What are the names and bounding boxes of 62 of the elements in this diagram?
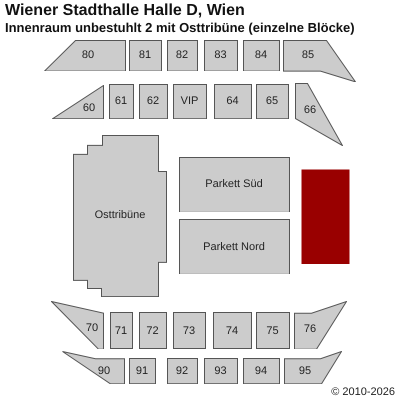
- block-label: 75: [266, 324, 279, 337]
- copyright-notice: © 2010-2026: [331, 386, 395, 398]
- seat-block: [44, 40, 126, 72]
- seat-block: [294, 300, 346, 350]
- block-label: 95: [298, 365, 312, 378]
- seat-block: [212, 312, 252, 350]
- block-label: 76: [304, 322, 316, 335]
- seat-block: [138, 84, 168, 119]
- block-label: 93: [214, 365, 227, 378]
- seat-block: [166, 358, 198, 384]
- block-label: 91: [136, 365, 148, 378]
- seat-block: [62, 350, 124, 384]
- seat-block: [52, 84, 104, 119]
- seat-block: [204, 358, 238, 384]
- block-label: 64: [226, 95, 239, 108]
- block-label: Osttribüne: [94, 209, 146, 222]
- seat-block: [178, 156, 290, 212]
- seat-block: [128, 358, 156, 384]
- block-label: 92: [176, 365, 188, 378]
- seat-block: [204, 40, 238, 72]
- block-label: VIP: [180, 95, 198, 108]
- chart-subtitle: Innenraum unbestuhlt 2 mit Osttribüne (einzelne Blöcke): [5, 20, 355, 36]
- block-label: Parkett Süd: [205, 178, 263, 190]
- block-label: 61: [114, 95, 128, 108]
- block-label: 62: [146, 95, 160, 108]
- block-label: 72: [146, 324, 159, 337]
- seat-block: [284, 350, 342, 384]
- seat-block: [282, 40, 356, 82]
- block-label: 94: [254, 365, 268, 378]
- block-label: 66: [304, 104, 316, 116]
- seat-block: [50, 300, 104, 350]
- seat-block: [172, 312, 206, 350]
- stage-block: [300, 169, 350, 265]
- seat-block: [256, 84, 288, 119]
- seat-block: [172, 84, 206, 119]
- seat-block: [242, 40, 280, 72]
- chart-title: Wiener Stadthalle Halle D, Wien: [5, 2, 245, 20]
- block-label: 65: [266, 95, 278, 108]
- seat-block: [214, 84, 252, 119]
- seat-block: [72, 134, 166, 297]
- block-label: 70: [86, 322, 98, 334]
- seat-block: [256, 312, 290, 350]
- block-label: 71: [114, 324, 128, 337]
- block-label: 74: [226, 324, 238, 337]
- block-label: 60: [82, 102, 96, 114]
- block-label: 84: [254, 49, 268, 62]
- seat-block: [242, 358, 280, 384]
- block-label: 80: [82, 49, 94, 62]
- block-label: 73: [182, 324, 196, 337]
- block-label: Parkett Nord: [203, 240, 265, 253]
- block-label: 90: [98, 365, 110, 378]
- block-label: 81: [138, 49, 152, 62]
- seat-block: [138, 312, 166, 350]
- seat-block: [108, 84, 134, 119]
- block-label: 82: [176, 49, 188, 62]
- seat-block: [294, 82, 342, 146]
- block-label: 83: [214, 49, 227, 62]
- seat-block: [110, 312, 132, 350]
- block-label: 85: [302, 49, 314, 62]
- seat-block: [128, 40, 162, 72]
- seat-block: [178, 218, 290, 274]
- seat-block: [166, 40, 198, 72]
